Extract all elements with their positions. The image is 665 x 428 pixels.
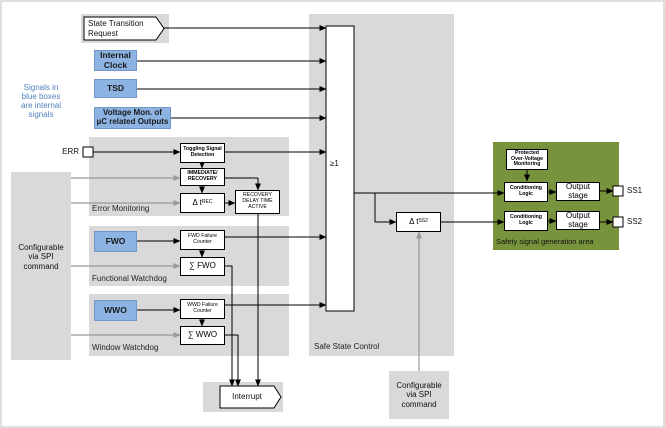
interrupt-label: Interrupt xyxy=(232,392,262,402)
interrupt-box xyxy=(219,385,282,409)
spi-config-bottom-region xyxy=(389,371,449,419)
functional-watchdog-title: Functional Watchdog xyxy=(92,274,167,283)
blue-signal-note: Signals in blue boxes are internal signa… xyxy=(20,82,62,120)
err-label: ERR xyxy=(62,147,79,157)
fwd-failure-counter: FWD Failure Counter xyxy=(180,230,225,250)
delta-ss2-label: Δ t xyxy=(409,216,419,226)
ss2-label: SS2 xyxy=(627,217,643,227)
arrow-wwo-interrupt xyxy=(225,334,241,387)
recovery-delay-box: RECOVERY DELAY TIME ACTIVE xyxy=(235,190,280,214)
internal-clock-box: Internal Clock xyxy=(94,50,137,71)
safe-state-control-title: Safe State Control xyxy=(314,342,380,351)
protected-ov-monitoring: Protected Over-Voltage Monitoring xyxy=(506,149,548,170)
or-gate-symbol: ≥1 xyxy=(330,159,339,169)
fwo-box: FWO xyxy=(94,231,137,252)
delta-rec-subscript: REC xyxy=(201,199,213,206)
ss1-pin xyxy=(612,185,624,197)
wwd-failure-counter: WWD Failure Counter xyxy=(180,299,225,319)
or-gate-box xyxy=(325,25,355,312)
delta-ss2-subscript: SS2 xyxy=(418,218,428,225)
sum-fwo-box: ∑ FWO xyxy=(180,257,225,276)
err-pin xyxy=(82,146,94,158)
output-stage-1: Output stage xyxy=(556,182,600,201)
sum-wwo-box: ∑ WWO xyxy=(180,326,225,345)
delta-rec-label: Δ t xyxy=(192,197,202,207)
conditioning-logic-1: Conditioning Logic xyxy=(504,182,548,202)
immediate-recovery-box: IMMEDIATE/ RECOVERY xyxy=(180,168,225,186)
window-watchdog-title: Window Watchdog xyxy=(92,343,159,352)
arrow-fwo-interrupt xyxy=(225,265,235,387)
wwo-box: WWO xyxy=(94,300,137,321)
error-monitoring-title: Error Monitoring xyxy=(92,204,150,213)
ss1-label: SS1 xyxy=(627,186,643,196)
safety-area-title: Safety signal generation area xyxy=(496,236,594,246)
spi-config-bottom-label: Configurable via SPI command xyxy=(396,381,442,409)
spi-config-left-region xyxy=(11,172,71,360)
ss2-pin xyxy=(612,216,624,228)
voltage-mon-box: Voltage Mon. of µC related Outputs xyxy=(94,107,171,129)
state-transition-box xyxy=(83,16,165,41)
output-stage-2: Output stage xyxy=(556,211,600,230)
arrow-or-delta-ss2 xyxy=(374,193,397,225)
tsd-box: TSD xyxy=(94,79,137,98)
state-transition-label: State Transition Request xyxy=(88,19,144,38)
conditioning-logic-2: Conditioning Logic xyxy=(504,211,548,231)
spi-config-left-label: Configurable via SPI command xyxy=(18,243,64,271)
toggling-signal-detection: Toggling Signal Detection xyxy=(180,143,225,163)
